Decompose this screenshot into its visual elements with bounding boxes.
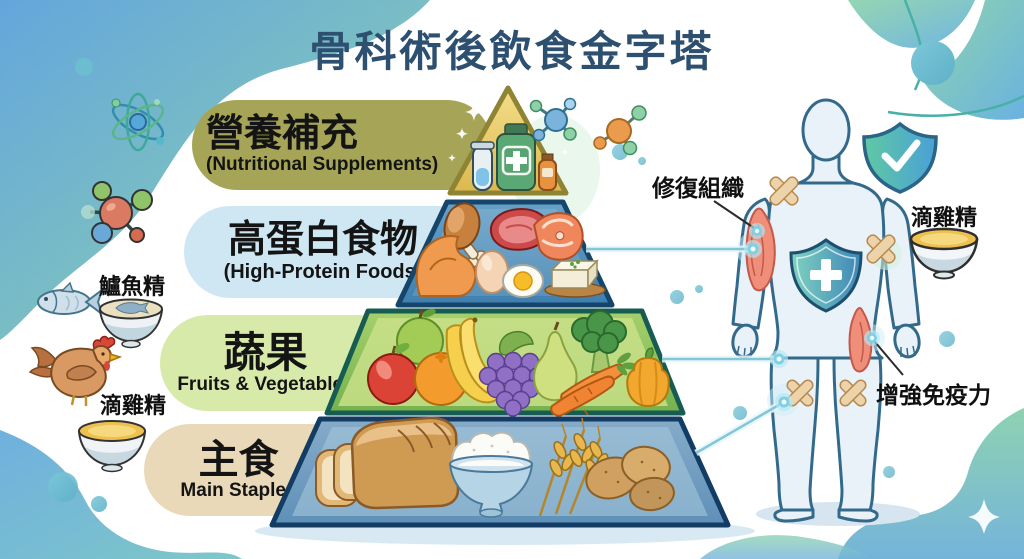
produce-label-en: Fruits & Vegetables bbox=[177, 373, 354, 395]
connector-lines bbox=[586, 200, 904, 457]
left-hand bbox=[731, 323, 759, 359]
body-shadow bbox=[756, 502, 920, 526]
repair-tissue-label: 修復組織 bbox=[652, 175, 744, 201]
supplements-label-zh: 營養補充 bbox=[206, 112, 359, 155]
supplement-bottle-icon bbox=[496, 123, 536, 191]
protein-label-en: (High-Protein Foods) bbox=[223, 260, 423, 283]
protein-label-zh: 高蛋白食物 bbox=[227, 219, 418, 262]
left-arm bbox=[731, 197, 771, 330]
staples-label-en: Main Staples bbox=[180, 479, 297, 501]
chicken-essence-bowl-icon bbox=[909, 227, 979, 280]
corner-blob-bottom-right bbox=[700, 408, 1024, 559]
banner-protein: 高蛋白食物(High-Protein Foods) bbox=[184, 206, 562, 298]
pyramid-shadow bbox=[255, 517, 755, 545]
bandage-icon bbox=[786, 379, 814, 407]
shield-cross-icon bbox=[789, 238, 863, 313]
human-body-icon bbox=[731, 98, 921, 523]
bandage-icon bbox=[866, 234, 896, 264]
bandage-icon bbox=[769, 176, 799, 206]
fish-essence-label: 鱸魚精 bbox=[99, 274, 166, 299]
staples-label-zh: 主食 bbox=[198, 437, 279, 482]
right-leg bbox=[832, 356, 883, 512]
molecule-icon bbox=[81, 181, 153, 244]
produce-label-zh: 蔬果 bbox=[223, 328, 308, 376]
neck bbox=[797, 151, 855, 185]
glow-dots bbox=[744, 223, 880, 411]
bell-pepper-icon bbox=[626, 347, 670, 408]
muscle-icon bbox=[848, 307, 873, 373]
vial-icon bbox=[538, 153, 557, 191]
chicken-essence-label-left: 滴雞精 bbox=[100, 393, 167, 418]
left-foot bbox=[773, 508, 815, 523]
right-hand bbox=[893, 323, 921, 359]
fish-soup-bowl-icon bbox=[98, 298, 164, 349]
left-leg bbox=[769, 356, 820, 512]
chicken-essence-bowl-icon bbox=[77, 420, 147, 473]
shield-check-icon bbox=[862, 121, 938, 194]
atom-icon bbox=[111, 92, 165, 152]
potatoes-icon bbox=[585, 445, 675, 512]
supplements-label-en: (Nutritional Supplements) bbox=[206, 153, 439, 175]
immunity-label: 增強免疫力 bbox=[876, 382, 991, 408]
head bbox=[801, 98, 851, 162]
molecule-orange-icon bbox=[593, 105, 647, 156]
chicken-essence-label-right: 滴雞精 bbox=[911, 205, 978, 230]
torso bbox=[766, 181, 886, 360]
fish-icon bbox=[37, 281, 104, 317]
page-title: 骨科術後飲食金字塔 bbox=[309, 28, 715, 75]
right-foot bbox=[837, 508, 879, 523]
molecule-blue-icon bbox=[529, 97, 577, 142]
immunity-pointer-line bbox=[874, 341, 904, 376]
bandage-icon bbox=[839, 379, 867, 407]
sparkle-icon bbox=[968, 499, 1000, 534]
muscle-icon bbox=[745, 207, 776, 292]
repair-pointer-line bbox=[713, 200, 755, 229]
banner-supplements: 營養補充(Nutritional Supplements) bbox=[192, 100, 492, 190]
